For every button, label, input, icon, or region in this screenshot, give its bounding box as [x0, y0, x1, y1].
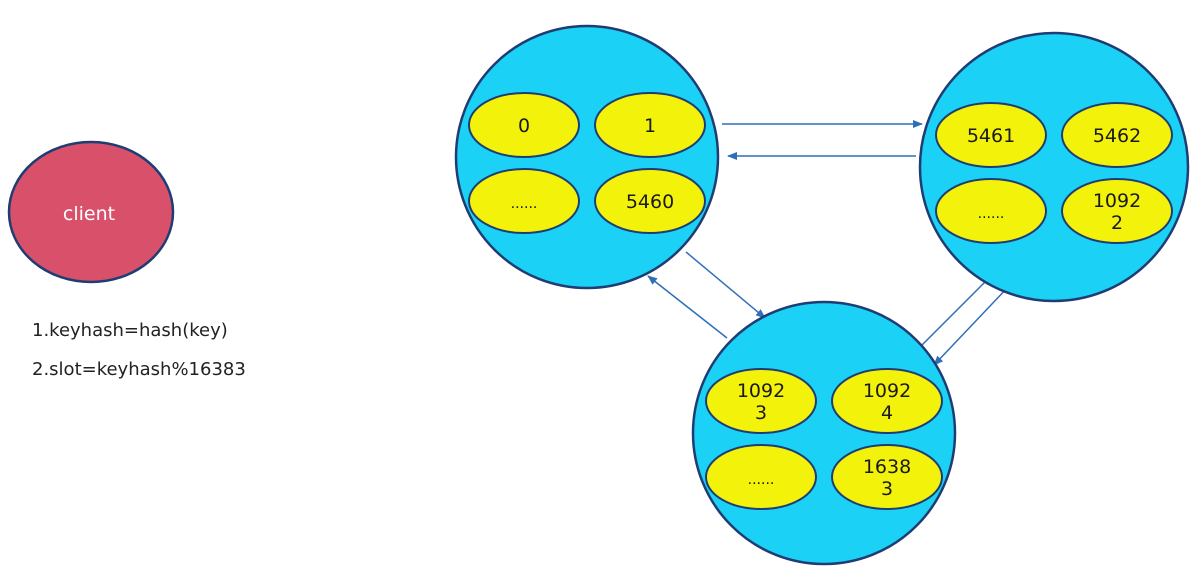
- formula-keyhash: 1.keyhash=hash(key): [32, 320, 228, 341]
- slot-label: ......: [748, 472, 775, 488]
- slot-ellipse: [935, 102, 1047, 168]
- slot-ellipse: [705, 444, 817, 510]
- slot-label-line: 5460: [626, 191, 674, 213]
- slot-ellipse: [1061, 178, 1173, 244]
- slot-ellipse: [594, 92, 706, 158]
- slot-label-line: 3: [881, 478, 893, 500]
- slot-label: 5461: [967, 125, 1015, 147]
- slot-ellipse: [468, 92, 580, 158]
- slot-ellipse: [831, 368, 943, 434]
- slot-label-line: 1092: [863, 380, 911, 402]
- slot-label: ......: [511, 196, 538, 212]
- slot-ellipse: [594, 168, 706, 234]
- client-label: client: [63, 203, 115, 225]
- slot-label-line: 1092: [737, 380, 785, 402]
- arrow-node1-to-node3: [685, 251, 766, 319]
- client-node: [7, 140, 175, 284]
- arrow-node2-to-node3: [933, 284, 1011, 366]
- slot-label-line: 1092: [1093, 190, 1141, 212]
- slot-ellipse: [1061, 102, 1173, 168]
- slot-label-line: 2: [1111, 212, 1123, 234]
- node-circle: [691, 300, 957, 566]
- slot-label: 0: [518, 115, 530, 137]
- slot-label-line: ......: [511, 196, 538, 212]
- arrow-node3-to-node2: [921, 275, 992, 346]
- slot-label-line: 5461: [967, 125, 1015, 147]
- slot-label-line: 0: [518, 115, 530, 137]
- slot-label-line: 4: [881, 402, 893, 424]
- slot-ellipse: [468, 168, 580, 234]
- slot-ellipse: [831, 444, 943, 510]
- slot-ellipse: [935, 178, 1047, 244]
- slot-label: 5462: [1093, 125, 1141, 147]
- slot-label-line: 5462: [1093, 125, 1141, 147]
- slot-label-line: 1638: [863, 456, 911, 478]
- slot-label-line: ......: [748, 472, 775, 488]
- slot-ellipse: [705, 368, 817, 434]
- slot-label: ......: [978, 206, 1005, 222]
- slot-label-line: 3: [755, 402, 767, 424]
- slot-label-line: ......: [978, 206, 1005, 222]
- slot-label: 1: [644, 115, 656, 137]
- arrow-node3-to-node1: [647, 275, 728, 339]
- cluster-node-1: 0 1...... 5460: [454, 24, 720, 290]
- connection-arrows: [647, 120, 1011, 366]
- slot-label-line: 1: [644, 115, 656, 137]
- slot-label: 5460: [626, 191, 674, 213]
- formula-slot: 2.slot=keyhash%16383: [32, 359, 246, 380]
- node-circle: [918, 31, 1190, 303]
- node-circle: [454, 24, 720, 290]
